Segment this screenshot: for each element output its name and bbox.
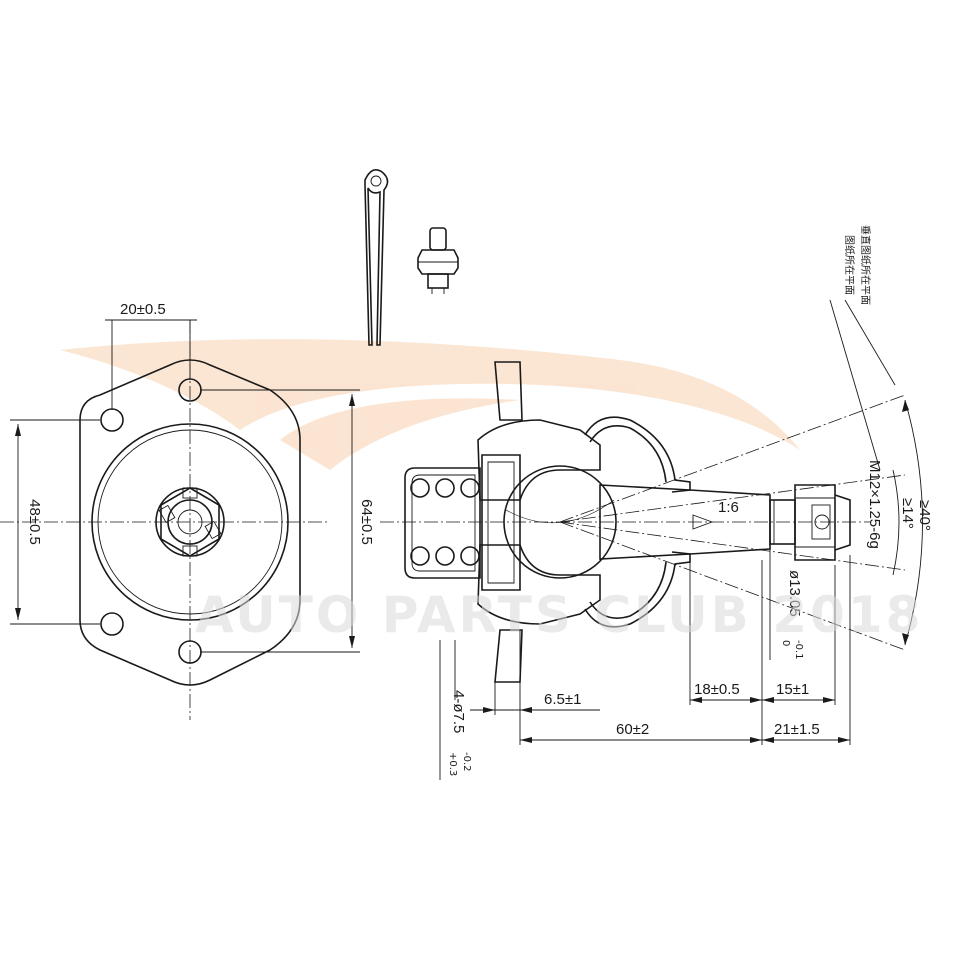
watermark-swoosh	[60, 339, 800, 470]
dim-length-21: 21±1.5	[762, 721, 850, 743]
dim-length-15: 15±1	[762, 681, 835, 703]
dim-label-6-5: 6.5±1	[544, 691, 581, 708]
dim-label-64: 64±0.5	[358, 499, 375, 545]
stud-dia-tol-lower: -0.1	[793, 640, 804, 660]
taper-label: 1:6	[718, 499, 739, 516]
dim-label-20: 20±0.5	[120, 301, 166, 318]
dim-label-48: 48±0.5	[26, 499, 43, 545]
dim-label-60: 60±2	[616, 721, 649, 738]
cotter-pin	[364, 169, 389, 346]
angle-lines: ≥40° ≥14° M12×1.25-6g	[559, 299, 933, 651]
plane-notes: 垂直图纸所在平面 图纸所在平面	[843, 225, 872, 305]
thread-label: M12×1.25-6g	[866, 460, 883, 549]
note-perpendicular-plane: 垂直图纸所在平面	[859, 225, 872, 305]
dim-holes: 4-ø7.5 +0.3 -0.2	[447, 690, 472, 776]
dim-height-48: 48±0.5	[10, 419, 100, 625]
dim-hole-spacing: 20±0.5	[105, 301, 197, 410]
grease-nipple	[417, 227, 459, 294]
angle-14-label: ≥14°	[899, 498, 916, 529]
stud-dia-label: ø13.05	[786, 570, 803, 617]
dim-length-18: 18±0.5	[690, 681, 762, 703]
dim-label-15: 15±1	[776, 681, 809, 698]
watermark-text: AUTO PARTS CLUB 2018	[195, 586, 923, 644]
holes-tol-upper: +0.3	[447, 752, 458, 776]
extension-lines	[439, 555, 851, 780]
dim-height-64: 64±0.5	[200, 389, 375, 653]
dim-length-6-5: 6.5±1	[470, 691, 600, 713]
dim-label-21: 21±1.5	[774, 721, 820, 738]
angle-40-label: ≥40°	[916, 500, 933, 531]
stud-dia-tol-upper: 0	[780, 640, 791, 646]
note-drawing-plane: 图纸所在平面	[843, 235, 856, 295]
flange-top-view	[0, 320, 330, 720]
holes-label: 4-ø7.5	[450, 690, 467, 733]
dim-stud-diameter: ø13.05 0 -0.1	[769, 549, 804, 660]
dim-length-60: 60±2	[520, 721, 762, 743]
holes-tol-lower: -0.2	[461, 752, 472, 772]
ball-joint-section: 1:6	[380, 361, 870, 683]
dim-label-18: 18±0.5	[694, 681, 740, 698]
